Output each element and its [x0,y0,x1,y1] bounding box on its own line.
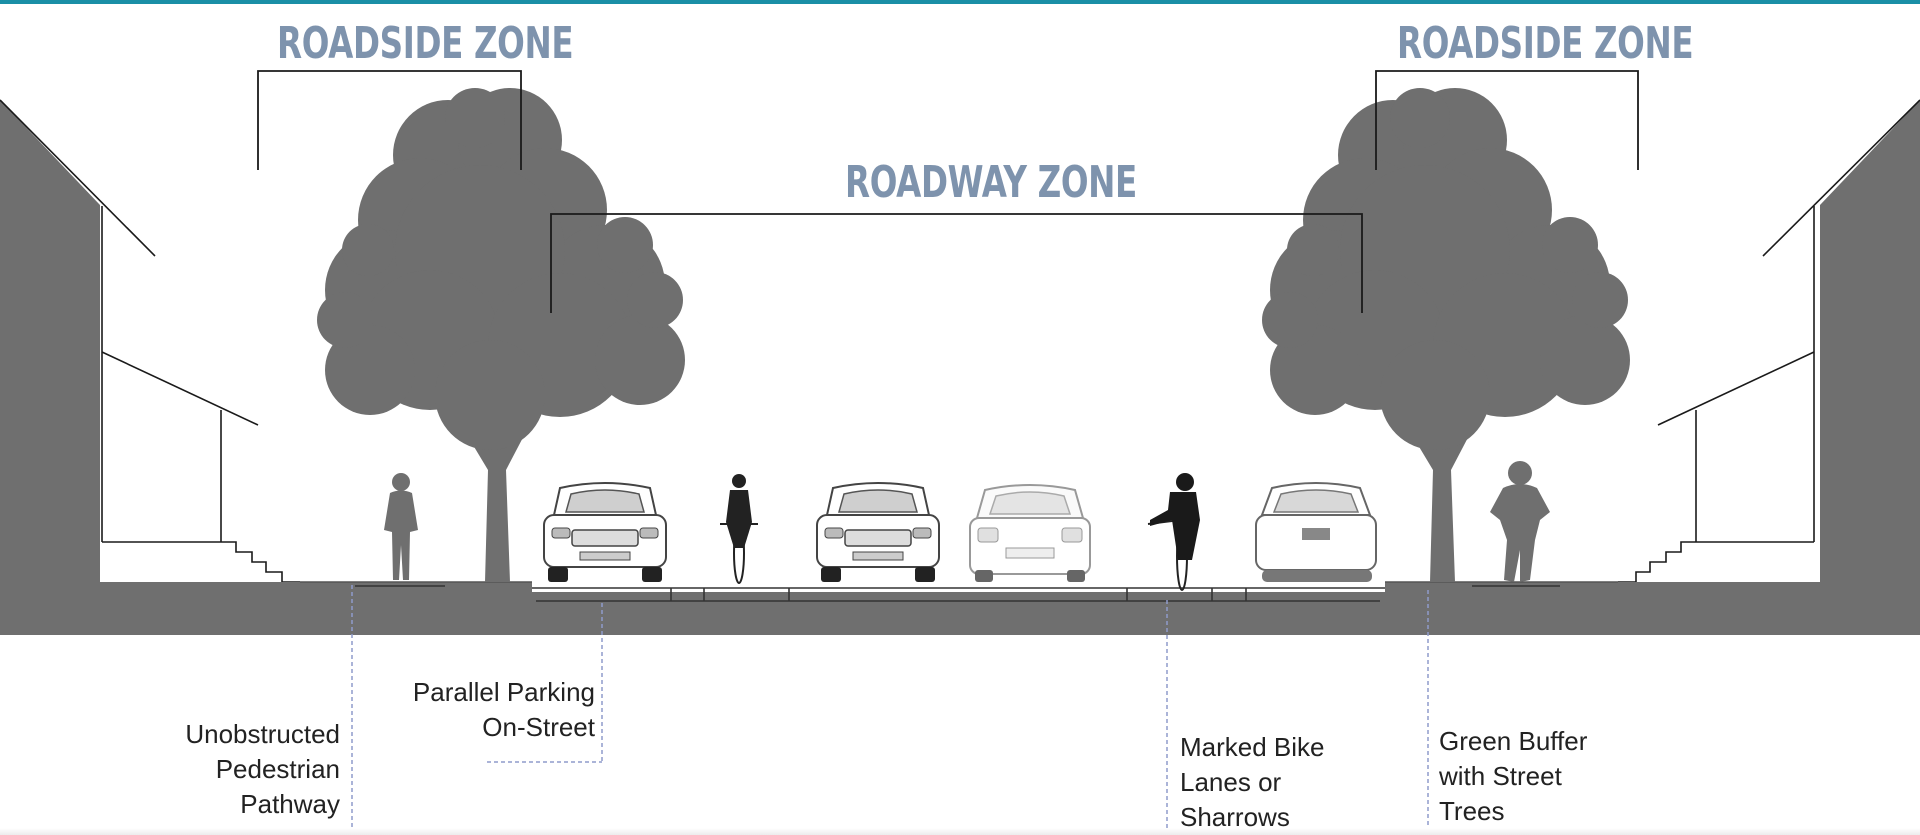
car-front-left-icon [543,482,667,582]
accent-bar [0,0,1920,4]
building-left-icon [0,99,300,635]
car-rear-center-icon [969,484,1091,582]
ground-section [0,582,1920,635]
pedestrian-right-icon [1490,461,1550,582]
tree-left-icon [317,88,685,582]
zone-title-roadside-right: ROADSIDE ZONE [1397,18,1694,69]
road-lane-markings [532,587,1385,602]
building-right-icon [1618,99,1920,635]
zone-title-roadside-left: ROADSIDE ZONE [277,18,574,69]
cyclist-left-icon [720,474,758,584]
tree-right-icon [1262,88,1630,582]
pedestrian-left-icon [384,473,418,580]
roadside-right-bracket [1375,70,1639,170]
callout-pedestrian: Unobstructed Pedestrian Pathway [185,719,340,819]
zone-title-roadway: ROADWAY ZONE [845,157,1137,208]
leader-parking [487,603,603,763]
callout-bike: Marked Bike Lanes or Sharrows [1180,732,1325,832]
bottom-edge [0,828,1920,835]
roadside-left-bracket [257,70,522,170]
cyclist-right-icon [1147,473,1200,591]
callout-parking: Parallel Parking On-Street [412,677,595,742]
car-front-center-icon [816,482,940,582]
roadway-bracket [550,213,1363,313]
car-rear-right-icon [1255,482,1377,582]
callout-buffer: Green Buffer with Street Trees [1439,726,1588,826]
